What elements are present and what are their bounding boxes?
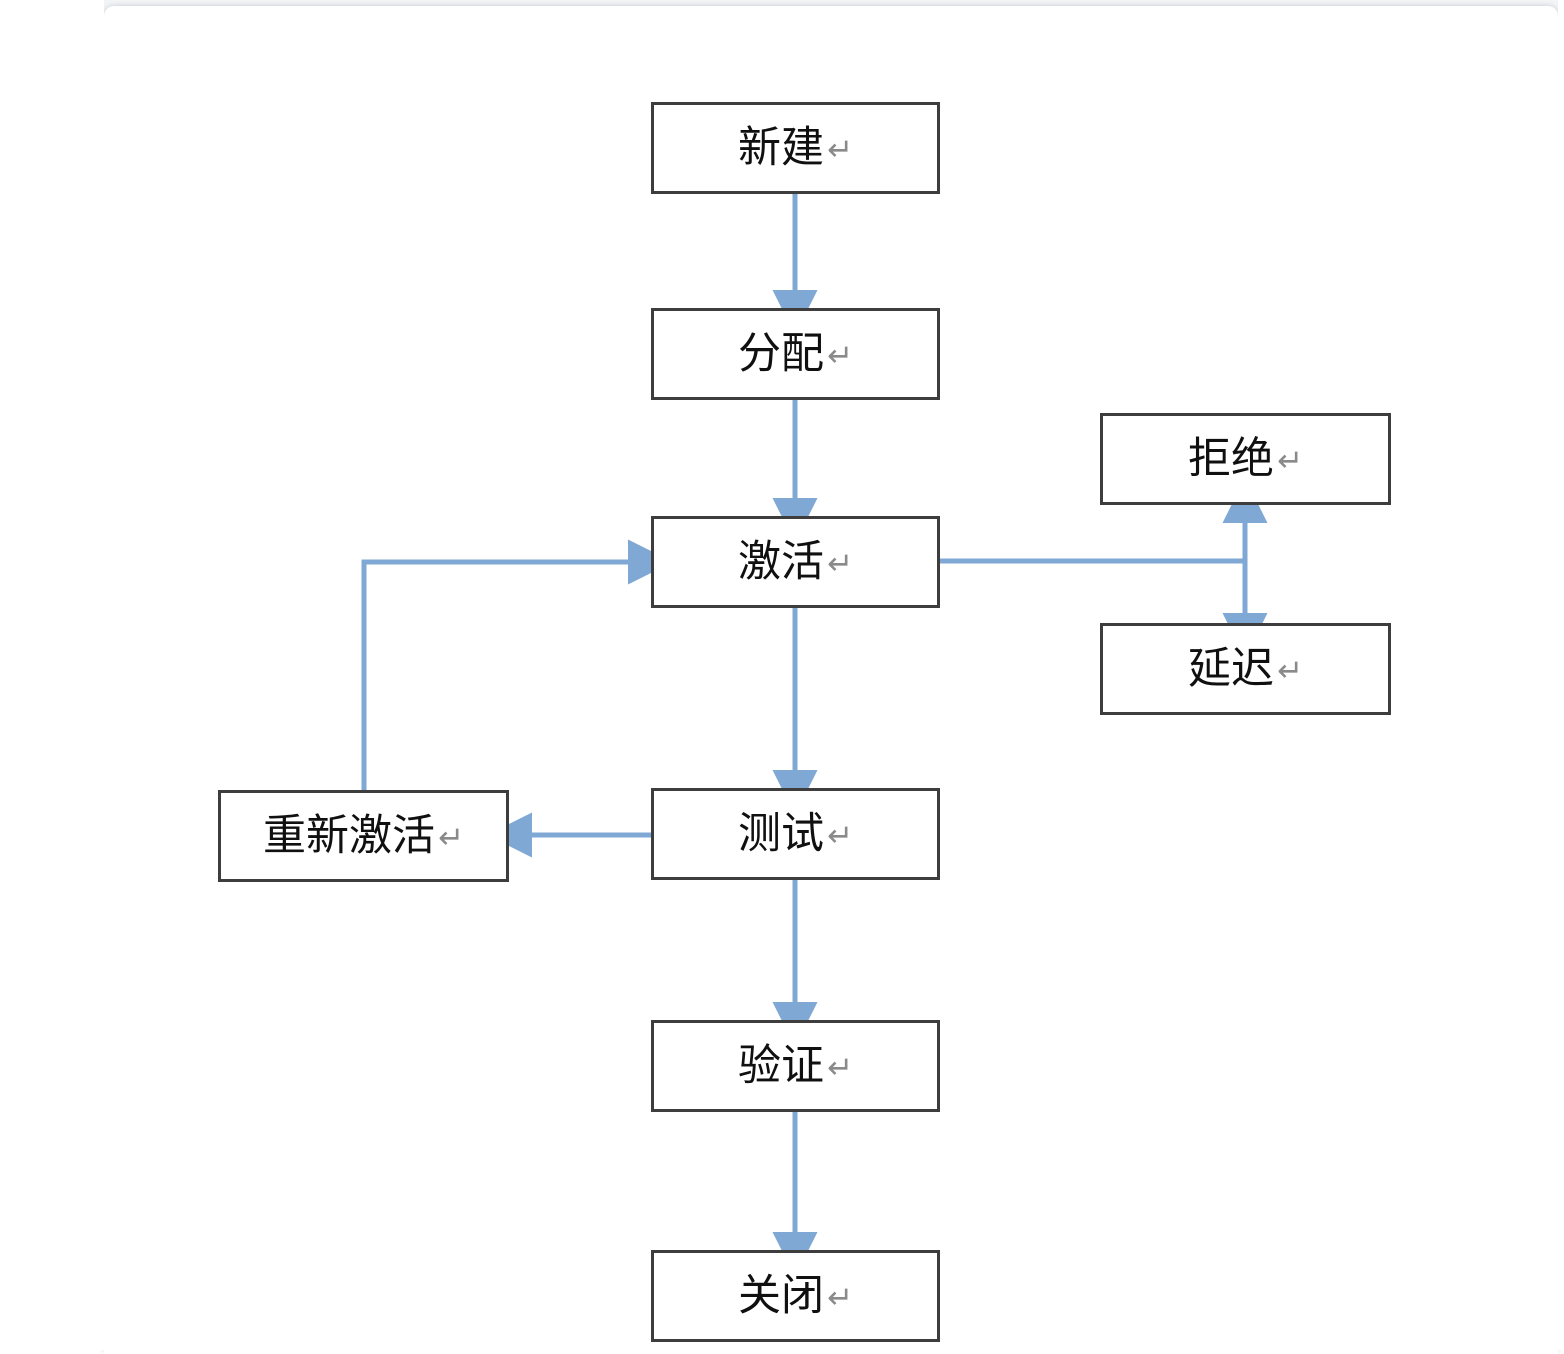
- node-label-activate: 激活↵: [738, 536, 853, 587]
- node-label-assign: 分配↵: [738, 328, 853, 379]
- node-label-reject: 拒绝↵: [1188, 433, 1303, 484]
- paragraph-mark-icon: ↵: [1277, 442, 1303, 479]
- node-reactivate[interactable]: 重新激活↵: [218, 790, 509, 882]
- paragraph-mark-icon: ↵: [827, 131, 853, 168]
- paragraph-mark-icon: ↵: [827, 1049, 853, 1086]
- node-label-reactivate: 重新激活↵: [263, 810, 464, 861]
- edge-reactivate-to-activate: [361, 539, 673, 790]
- node-label-verify: 验证↵: [738, 1040, 853, 1091]
- paragraph-mark-icon: ↵: [827, 337, 853, 374]
- node-label-close: 关闭↵: [738, 1270, 853, 1321]
- node-reject[interactable]: 拒绝↵: [1100, 413, 1391, 505]
- node-assign[interactable]: 分配↵: [651, 308, 940, 400]
- node-verify[interactable]: 验证↵: [651, 1020, 940, 1112]
- node-test[interactable]: 测试↵: [651, 788, 940, 880]
- page-gutter-left: [0, 0, 104, 1350]
- paragraph-mark-icon: ↵: [1277, 652, 1303, 689]
- node-activate[interactable]: 激活↵: [651, 516, 940, 608]
- paragraph-mark-icon: ↵: [827, 817, 853, 854]
- paragraph-mark-icon: ↵: [827, 545, 853, 582]
- page-gutter-right: [1558, 0, 1564, 1350]
- paragraph-mark-icon: ↵: [827, 1279, 853, 1316]
- paragraph-mark-icon: ↵: [438, 819, 464, 856]
- node-close[interactable]: 关闭↵: [651, 1250, 940, 1342]
- node-label-new: 新建↵: [738, 122, 853, 173]
- node-new[interactable]: 新建↵: [651, 102, 940, 194]
- node-label-test: 测试↵: [738, 808, 853, 859]
- node-label-delay: 延迟↵: [1188, 643, 1303, 694]
- node-delay[interactable]: 延迟↵: [1100, 623, 1391, 715]
